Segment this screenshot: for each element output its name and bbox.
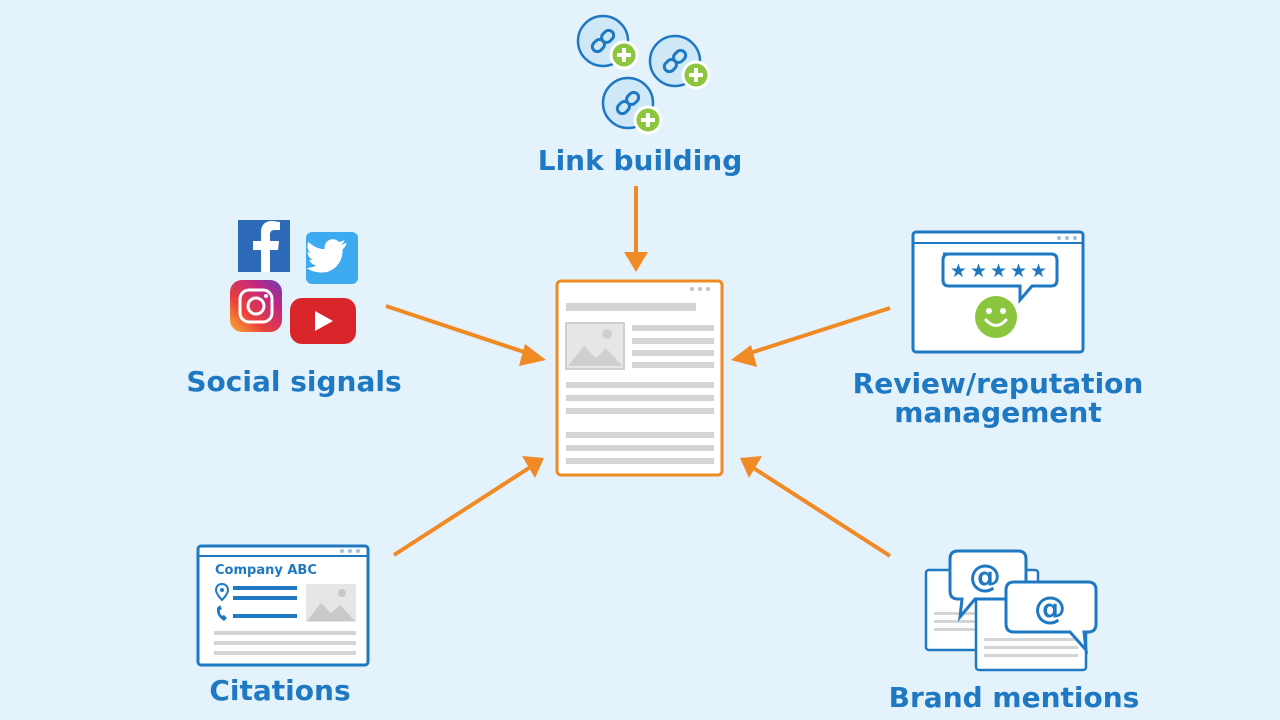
arrow-brand-mentions <box>740 456 892 558</box>
label-review-line1: Review/reputation <box>852 367 1144 400</box>
label-social-signals: Social signals <box>186 365 402 398</box>
link-plus-icon <box>648 34 711 90</box>
youtube-icon <box>290 298 356 344</box>
link-plus-icon <box>601 76 663 135</box>
arrows <box>385 186 892 558</box>
company-name: Company ABC <box>215 563 317 578</box>
brand-mentions-icon: @ @ <box>924 549 1098 672</box>
location-pin-icon <box>214 582 230 602</box>
label-brand-mentions: Brand mentions <box>888 681 1140 714</box>
mention-bubble: @ <box>1004 580 1098 655</box>
phone-icon <box>216 605 227 621</box>
at-symbol-icon: @ <box>969 557 1001 595</box>
at-symbol-icon: @ <box>1034 589 1066 627</box>
link-plus-icons <box>576 14 711 135</box>
arrow-link-building <box>624 186 648 272</box>
mention-bubble: @ <box>948 549 1028 622</box>
arrow-citations <box>392 456 544 557</box>
label-link-building: Link building <box>537 144 743 177</box>
arrow-social-signals <box>385 304 546 366</box>
smiley-face-icon <box>975 296 1017 338</box>
link-plus-icon <box>576 14 639 70</box>
citations-window-icon: Company ABC <box>196 544 370 667</box>
web-page-icon <box>555 279 724 477</box>
facebook-icon <box>238 220 290 272</box>
image-placeholder <box>306 584 356 622</box>
label-review-line2: management <box>894 396 1102 429</box>
rating-stars: ★★★★★ <box>950 260 1050 282</box>
instagram-icon <box>230 280 282 332</box>
review-window-icon: ★★★★★ <box>911 230 1085 354</box>
twitter-icon <box>306 232 358 284</box>
label-citations: Citations <box>209 674 351 707</box>
arrow-review <box>731 306 891 367</box>
